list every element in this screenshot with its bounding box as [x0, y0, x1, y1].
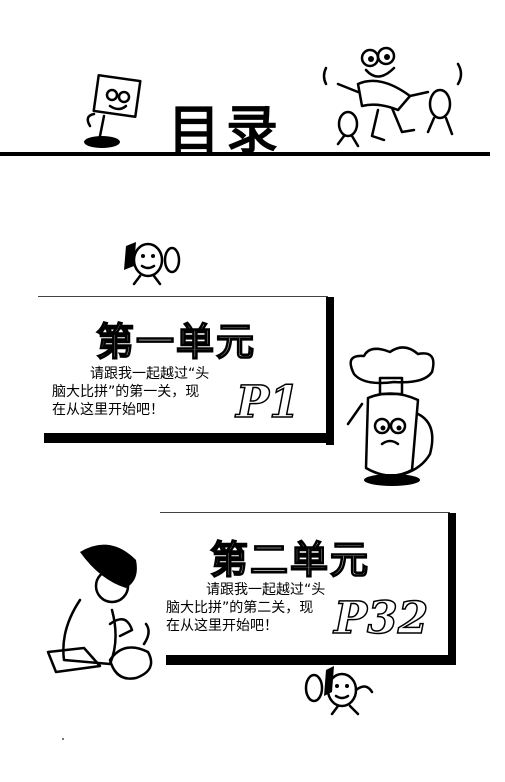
unit-page-number: P1 [235, 376, 300, 429]
page-title: 目录 [168, 101, 285, 161]
rolling-mascot-icon [124, 242, 181, 286]
unit-description: 请跟我一起越过“头 脑大比拼”的第一关，现 在从这里开始吧！ [52, 366, 210, 418]
unit-card-1[interactable]: 第一单元 请跟我一起越过“头 脑大比拼”的第一关，现 在从这里开始吧！ P1 [38, 296, 334, 445]
computer-mascot-icon [84, 74, 142, 148]
running-characters-icon [322, 46, 463, 148]
header-divider [0, 152, 490, 156]
unit-card-2[interactable]: 第二单元 请跟我一起越过“头 脑大比拼”的第二关，现 在从这里开始吧！ P32 [160, 512, 456, 665]
unit-page-number: P32 [333, 592, 429, 645]
unit-description: 请跟我一起越过“头 脑大比拼”的第二关，现 在从这里开始吧！ [166, 582, 326, 634]
girl-with-cat-icon [46, 544, 153, 680]
rolling-mascot-icon-2 [304, 666, 374, 716]
unit-title: 第一单元 [95, 319, 257, 364]
bottle-mascot-icon [346, 346, 435, 486]
unit-title: 第二单元 [209, 537, 371, 582]
